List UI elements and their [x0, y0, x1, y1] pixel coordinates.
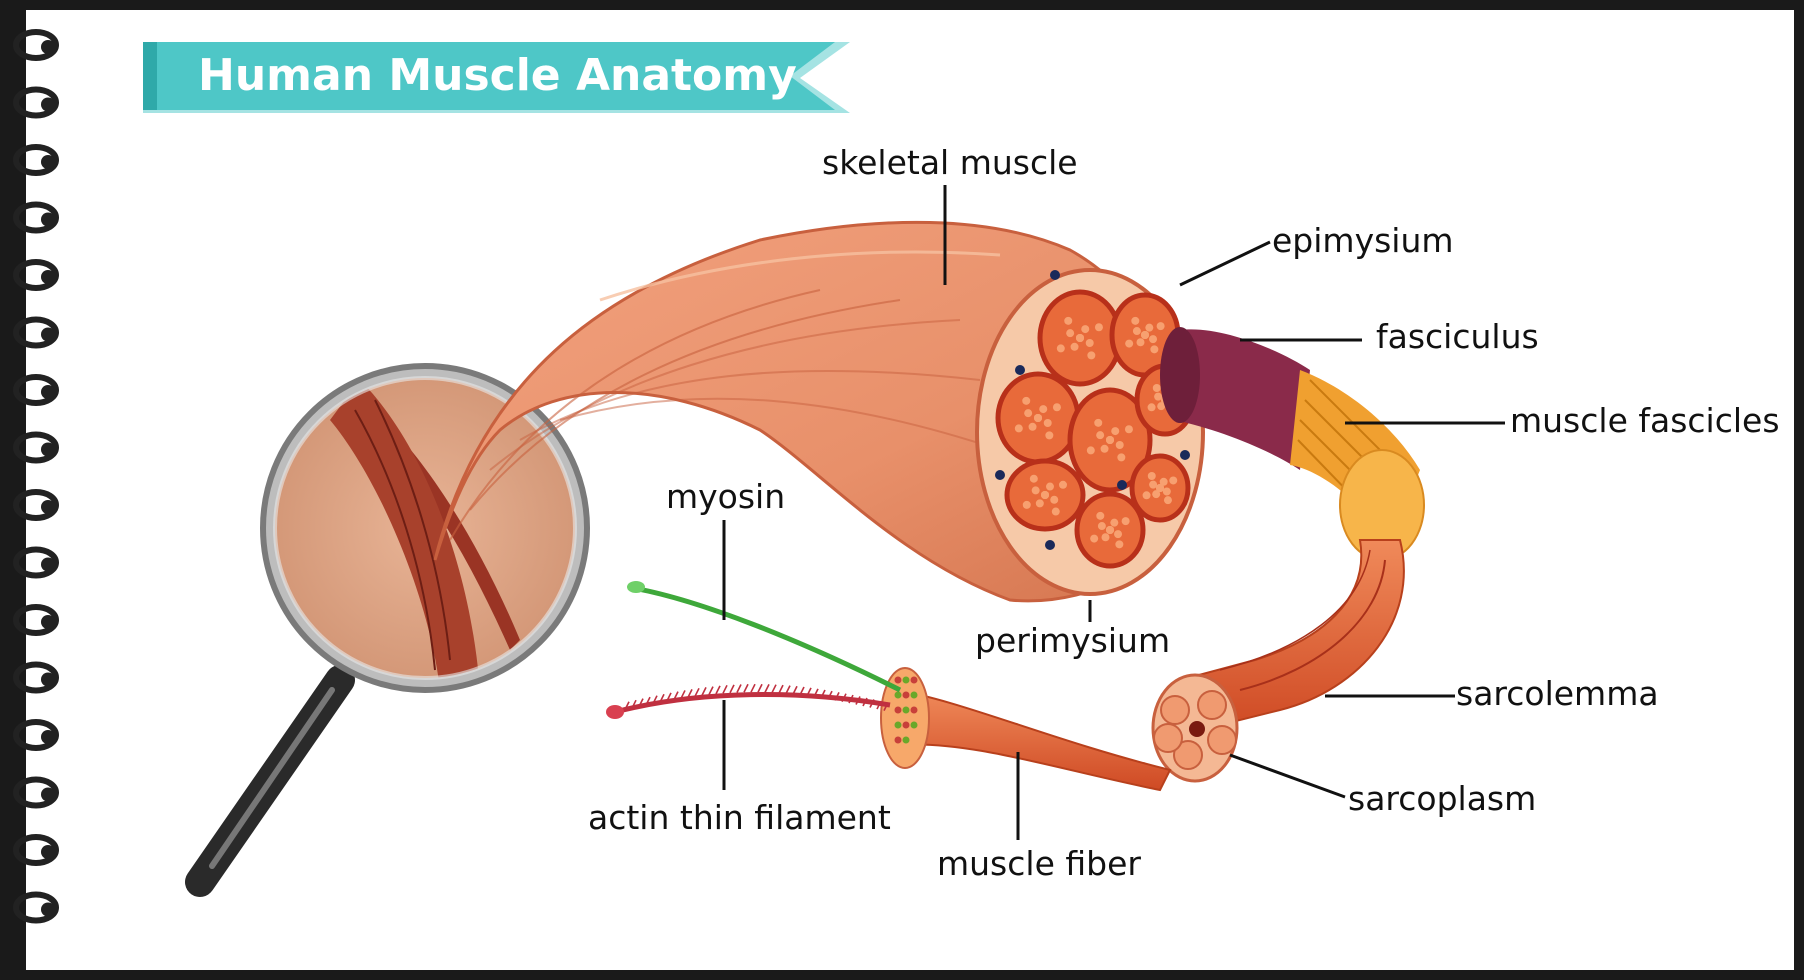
myosin-head: [627, 581, 645, 593]
lens-muscle-view: [330, 380, 520, 678]
sarcoplasm-cross-section: [1151, 673, 1239, 783]
spiral-ring-icon: [13, 661, 59, 694]
fascicle-cell: [1037, 289, 1123, 387]
blood-vessel-dot: [1050, 270, 1060, 280]
labels: skeletal muscle epimysium fasciculus mus…: [588, 143, 1780, 883]
sarcolemma-shape: [1178, 539, 1405, 732]
leader-lines: [722, 185, 1505, 840]
label-myosin: myosin: [666, 477, 785, 516]
label-sarcolemma: sarcolemma: [1456, 674, 1659, 713]
blood-vessel-dot: [1180, 450, 1190, 460]
spiral-ring-icon: [13, 316, 59, 349]
blood-vessel-dot: [1117, 480, 1127, 490]
page-title: Human Muscle Anatomy: [198, 50, 797, 101]
fascicle-cells: [995, 270, 1196, 569]
spiral-binding: [13, 29, 59, 924]
label-muscle-fascicles: muscle fascicles: [1510, 401, 1780, 440]
myosin-filament: [632, 585, 902, 693]
label-perimysium: perimysium: [975, 621, 1170, 660]
title-banner: Human Muscle Anatomy: [143, 42, 850, 113]
actin-filament: [606, 683, 891, 719]
spiral-ring-icon: [13, 29, 59, 61]
label-sarcoplasm: sarcoplasm: [1348, 779, 1536, 818]
spiral-ring-icon: [13, 776, 59, 809]
label-fasciculus: fasciculus: [1376, 317, 1539, 356]
muscle-fiber-shape: [880, 667, 1172, 792]
leader-epimysium: [1179, 240, 1271, 287]
spiral-ring-icon: [13, 86, 59, 119]
muscle-cross-section: [975, 268, 1205, 596]
fasciculus-shape: [1160, 327, 1310, 470]
blood-vessel-dot: [1045, 540, 1055, 550]
fascicle-cell: [1067, 387, 1153, 493]
spiral-ring-icon: [13, 144, 59, 176]
label-actin-thin-filament: actin thin filament: [588, 798, 891, 837]
spiral-ring-icon: [13, 489, 59, 521]
spiral-ring-icon: [13, 604, 59, 636]
blood-vessel-dot: [995, 470, 1005, 480]
label-epimysium: epimysium: [1272, 221, 1454, 260]
magnifying-glass-icon: [185, 363, 590, 897]
blood-vessel-dot: [1015, 365, 1025, 375]
spiral-ring-icon: [13, 834, 59, 866]
fascicle-cell: [1004, 458, 1086, 532]
spiral-ring-icon: [13, 374, 59, 406]
fascicle-cell: [1129, 453, 1191, 523]
label-skeletal-muscle: skeletal muscle: [822, 143, 1078, 182]
spiral-ring-icon: [13, 546, 59, 579]
fascicle-cell: [995, 371, 1081, 465]
muscle-fascicles-shape: [1290, 370, 1425, 561]
leader-sarcoplasm: [1229, 753, 1346, 799]
spiral-ring-icon: [13, 891, 59, 924]
spiral-ring-icon: [13, 259, 59, 291]
fascicle-cell: [1074, 491, 1146, 569]
label-muscle-fiber: muscle fiber: [937, 844, 1141, 883]
spiral-ring-icon: [13, 719, 59, 751]
spiral-ring-icon: [13, 201, 59, 234]
spiral-ring-icon: [13, 431, 59, 464]
